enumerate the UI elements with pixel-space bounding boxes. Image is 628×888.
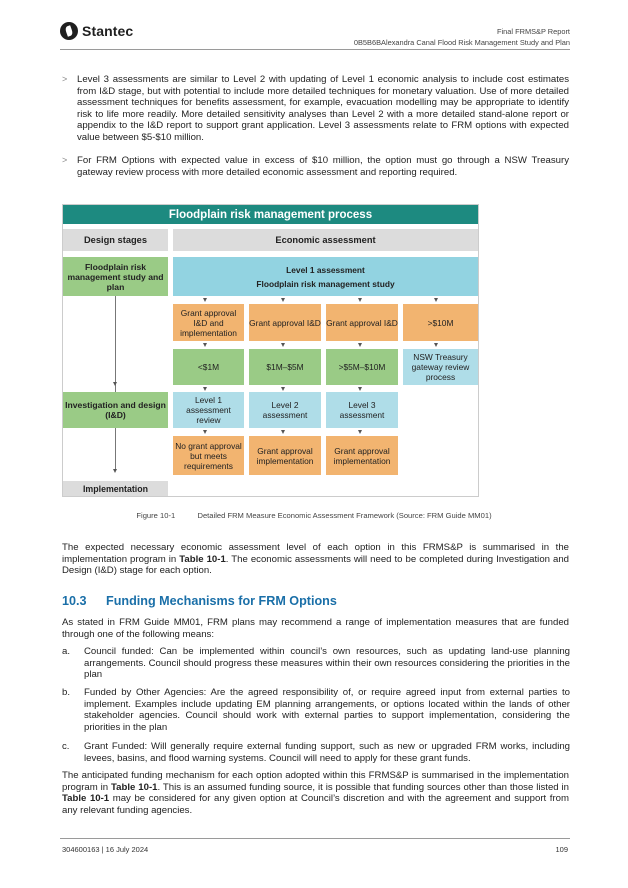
arrow-icon xyxy=(113,382,117,386)
page-number: 109 xyxy=(555,845,568,854)
design-stages-header: Design stages xyxy=(63,229,168,251)
stage-investigation-design: Investigation and design (I&D) xyxy=(63,392,168,428)
diagram-title: Floodplain risk management process xyxy=(63,205,478,224)
assessment-box-3: Level 3 assessment xyxy=(326,392,398,428)
level1-subtitle: Floodplain risk management study xyxy=(256,278,395,289)
level1-title: Level 1 assessment xyxy=(286,264,365,275)
paragraph-funding-intro: As stated in FRM Guide MM01, FRM plans m… xyxy=(62,617,569,640)
arrow-icon xyxy=(203,298,207,302)
paragraph-text: . The economic assessments will need to … xyxy=(62,553,569,577)
approval-box-2: Grant approval I&D xyxy=(249,304,321,341)
arrow-icon xyxy=(434,298,438,302)
economic-assessment-header: Economic assessment xyxy=(173,229,478,251)
arrow-icon xyxy=(358,298,362,302)
section-number: 10.3 xyxy=(62,594,87,608)
figure-caption-text: Detailed FRM Measure Economic Assessment… xyxy=(197,511,492,520)
value-box-3: >$5M–$10M xyxy=(326,349,398,385)
approval-box-3: Grant approval I&D xyxy=(326,304,398,341)
result-box-3: Grant approval implementation xyxy=(326,436,398,475)
document-subtitle: 0B5B6BAlexandra Canal Flood Risk Managem… xyxy=(353,38,570,47)
brand-name: Stantec xyxy=(82,23,134,39)
treasury-gateway-box: NSW Treasury gateway review process xyxy=(403,349,478,385)
footer-doc-number: 304600163 | 16 July 2024 xyxy=(62,845,149,854)
figure-label: Figure 10-1 xyxy=(136,511,176,520)
stantec-logo-icon xyxy=(60,22,78,40)
bullet-text: For FRM Options with expected value in e… xyxy=(77,155,569,178)
list-marker: a. xyxy=(62,646,71,657)
arrow-icon xyxy=(281,387,285,391)
frm-process-diagram: Floodplain risk management process Desig… xyxy=(62,204,479,497)
list-marker: c. xyxy=(62,741,70,752)
footer-rule xyxy=(60,838,570,839)
list-text: Grant Funded: Will generally require ext… xyxy=(84,741,570,764)
result-box-1: No grant approval but meets requirements xyxy=(173,436,244,475)
result-box-2: Grant approval implementation xyxy=(249,436,321,475)
paragraph-text: . This is an assumed funding source, it … xyxy=(157,781,570,793)
section-title: Funding Mechanisms for FRM Options xyxy=(106,594,337,608)
document-header: Final FRMS&P Report 0B5B6BAlexandra Cana… xyxy=(354,26,570,48)
document-title: Final FRMS&P Report xyxy=(497,27,570,36)
bullet-marker: > xyxy=(62,74,68,84)
value-box-2: $1M–$5M xyxy=(249,349,321,385)
paragraph-text: The expected necessary economic assessme… xyxy=(62,542,569,565)
paragraph-text: may be considered for any given option a… xyxy=(62,793,569,816)
arrow-icon xyxy=(113,469,117,473)
paragraph-text: The anticipated funding mechanism for ea… xyxy=(62,770,569,793)
stage-implementation: Implementation xyxy=(63,481,168,496)
arrow-icon xyxy=(281,343,285,347)
arrow-icon xyxy=(203,343,207,347)
header-rule xyxy=(60,49,570,50)
section-heading: 10.3 Funding Mechanisms for FRM Options xyxy=(62,594,337,608)
assessment-box-1: Level 1 assessment review xyxy=(173,392,244,428)
arrow-icon xyxy=(203,430,207,434)
list-text: Council funded: Can be implemented withi… xyxy=(84,646,570,681)
figure-caption: Figure 10-1 Detailed FRM Measure Economi… xyxy=(62,511,566,520)
bullet-marker: > xyxy=(62,155,68,165)
value-over-10m-box: >$10M xyxy=(403,304,478,341)
list-marker: b. xyxy=(62,687,71,698)
approval-box-1: Grant approval I&D and implementation xyxy=(173,304,244,341)
level1-assessment-banner: Level 1 assessment Floodplain risk manag… xyxy=(173,257,478,296)
assessment-box-2: Level 2 assessment xyxy=(249,392,321,428)
arrow-icon xyxy=(358,387,362,391)
arrow-icon xyxy=(434,343,438,347)
stage-study-and-plan: Floodplain risk management study and pla… xyxy=(63,257,168,296)
paragraph-funding-mechanism: The anticipated funding mechanism for ea… xyxy=(62,770,569,816)
arrow-icon xyxy=(281,430,285,434)
arrow-icon xyxy=(203,387,207,391)
value-box-1: <$1M xyxy=(173,349,244,385)
list-text: Funded by Other Agencies: Are the agreed… xyxy=(84,687,570,733)
arrow-icon xyxy=(281,298,285,302)
table-reference: Table 10-1 xyxy=(179,553,226,565)
bullet-text: Level 3 assessments are similar to Level… xyxy=(77,74,569,143)
table-reference: Table 10-1 xyxy=(62,793,110,805)
arrow-icon xyxy=(358,343,362,347)
paragraph-assessment-level: The expected necessary economic assessme… xyxy=(62,542,569,577)
arrow-icon xyxy=(358,430,362,434)
table-reference: Table 10-1 xyxy=(111,781,158,793)
stantec-logo: Stantec xyxy=(60,22,133,40)
